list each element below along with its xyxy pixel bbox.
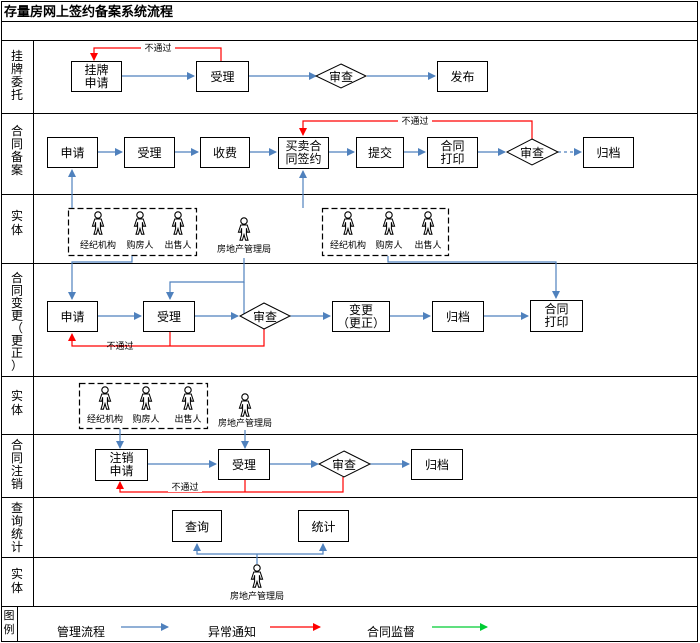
node-zhuxiao-archive — [411, 449, 463, 480]
svg-text:出售人: 出售人 — [164, 239, 191, 251]
lane-entity-3: 房地产管理局 — [230, 564, 284, 602]
node-beian-print — [427, 137, 478, 168]
node-beian-sign — [278, 137, 329, 169]
node-guapai-apply — [71, 61, 122, 92]
reject-label: 不通过 — [144, 42, 171, 54]
svg-text:房地产管理局: 房地产管理局 — [218, 417, 272, 429]
svg-text:出售人: 出售人 — [414, 239, 441, 251]
svg-text:注销申请: 注销申请 — [109, 450, 133, 478]
lane-label-entity-2: 实体 — [11, 388, 23, 417]
node-beian-accept — [124, 137, 175, 168]
lane-label-entity-1: 实体 — [11, 208, 23, 237]
svg-text:挂牌申请: 挂牌申请 — [84, 63, 108, 90]
svg-text:受理: 受理 — [157, 310, 181, 324]
svg-text:不通过: 不通过 — [106, 340, 133, 352]
legend-label-management: 管理流程 — [57, 624, 105, 639]
node-biangeng-archive — [432, 301, 484, 332]
node-biangeng-change — [332, 301, 390, 332]
node-biangeng-review — [238, 302, 292, 330]
svg-text:出售人: 出售人 — [174, 413, 201, 425]
svg-text:合同打印: 合同打印 — [440, 138, 464, 166]
svg-text:提交: 提交 — [368, 145, 392, 160]
node-beian-fee — [200, 137, 250, 168]
node-guapai-publish — [437, 61, 488, 92]
node-beian-apply — [47, 137, 98, 168]
lane-biangeng: 不通过 申请 受理 审查 变更（更正） 归档 合同打印 — [47, 256, 583, 352]
svg-text:发布: 发布 — [450, 69, 474, 84]
svg-text:购房人: 购房人 — [375, 239, 402, 251]
node-guapai-review — [314, 63, 368, 89]
lane-zhuxiao: 不通过 注销申请 受理 审查 归档 — [95, 429, 463, 493]
node-query — [172, 510, 222, 542]
lane-entity-2: 经纪机构 购房人 出售人 房地产管理局 — [78, 382, 272, 430]
node-beian-review — [505, 138, 560, 166]
party-group-3 — [78, 382, 209, 430]
svg-text:不通过: 不通过 — [171, 481, 198, 493]
svg-text:申请: 申请 — [60, 146, 84, 160]
svg-text:不通过: 不通过 — [401, 115, 428, 127]
svg-text:购房人: 购房人 — [132, 413, 159, 425]
diagram-title: 存量房网上签约备案系统流程 — [4, 4, 173, 20]
party-group-1 — [67, 207, 198, 257]
svg-text:归档: 归档 — [596, 146, 620, 160]
node-stats — [298, 510, 349, 542]
lane-label-zhuxiao: 合同注销 — [11, 437, 23, 491]
lane-label-beian: 合同备案 — [11, 123, 23, 177]
lane-labels: 挂牌委托 合同备案 实体 合同变更（更正） 实体 合同注销 查询统计 实体 — [11, 49, 23, 595]
node-zhuxiao-apply — [95, 449, 148, 481]
legend-label-exception: 异常通知 — [208, 625, 256, 639]
legend-title: 图例 — [4, 609, 15, 636]
legend: 图例 管理流程 异常通知 合同监督 — [4, 609, 488, 639]
svg-text:受理: 受理 — [137, 146, 161, 160]
svg-text:经纪机构: 经纪机构 — [87, 413, 123, 425]
svg-text:审查: 审查 — [253, 309, 277, 324]
lane-entity-1: 经纪机构 购房人 出售人 房地产管理局 经纪机构 购房人 出售人 — [67, 169, 450, 257]
lane-guapai: 不通过 挂牌申请 受理 审查 发布 — [71, 42, 488, 92]
svg-text:合同打印: 合同打印 — [544, 301, 568, 329]
svg-text:查询: 查询 — [185, 520, 209, 534]
svg-text:受理: 受理 — [232, 458, 256, 472]
legend-label-supervision: 合同监督 — [367, 624, 415, 639]
svg-text:归档: 归档 — [446, 310, 470, 324]
node-zhuxiao-review — [317, 450, 372, 478]
node-beian-archive — [583, 137, 634, 168]
node-biangeng-apply — [47, 301, 98, 332]
svg-text:统计: 统计 — [311, 520, 335, 534]
node-biangeng-print — [530, 300, 583, 332]
node-guapai-accept — [196, 61, 249, 92]
lane-label-biangeng: 合同变更（更正） — [11, 270, 23, 373]
svg-text:受理: 受理 — [210, 70, 234, 84]
svg-text:收费: 收费 — [213, 146, 237, 160]
node-beian-submit — [356, 137, 404, 168]
party-group-2 — [321, 207, 450, 257]
node-zhuxiao-accept — [218, 449, 270, 480]
lane-label-entity-3: 实体 — [11, 566, 23, 595]
lane-chaxun: 查询 统计 — [172, 510, 349, 564]
lane-label-chaxun: 查询统计 — [11, 501, 23, 554]
svg-text:变更（更正）: 变更（更正） — [337, 302, 385, 330]
node-biangeng-accept — [143, 301, 195, 332]
svg-text:审查: 审查 — [329, 69, 353, 84]
svg-text:归档: 归档 — [425, 458, 449, 472]
lane-beian: 不通过 申请 受理 收费 买卖合同签约 提交 合同打印 审查 归档 — [47, 115, 634, 169]
svg-text:买卖合同签约: 买卖合同签约 — [285, 138, 321, 166]
svg-text:经纪机构: 经纪机构 — [330, 239, 366, 251]
svg-text:经纪机构: 经纪机构 — [80, 239, 116, 251]
svg-text:申请: 申请 — [60, 310, 84, 324]
lane-label-guapai: 挂牌委托 — [11, 49, 23, 102]
svg-text:购房人: 购房人 — [126, 239, 153, 251]
svg-text:审查: 审查 — [520, 145, 544, 160]
svg-text:审查: 审查 — [332, 457, 356, 472]
svg-text:房地产管理局: 房地产管理局 — [230, 590, 284, 602]
svg-text:房地产管理局: 房地产管理局 — [217, 243, 271, 255]
